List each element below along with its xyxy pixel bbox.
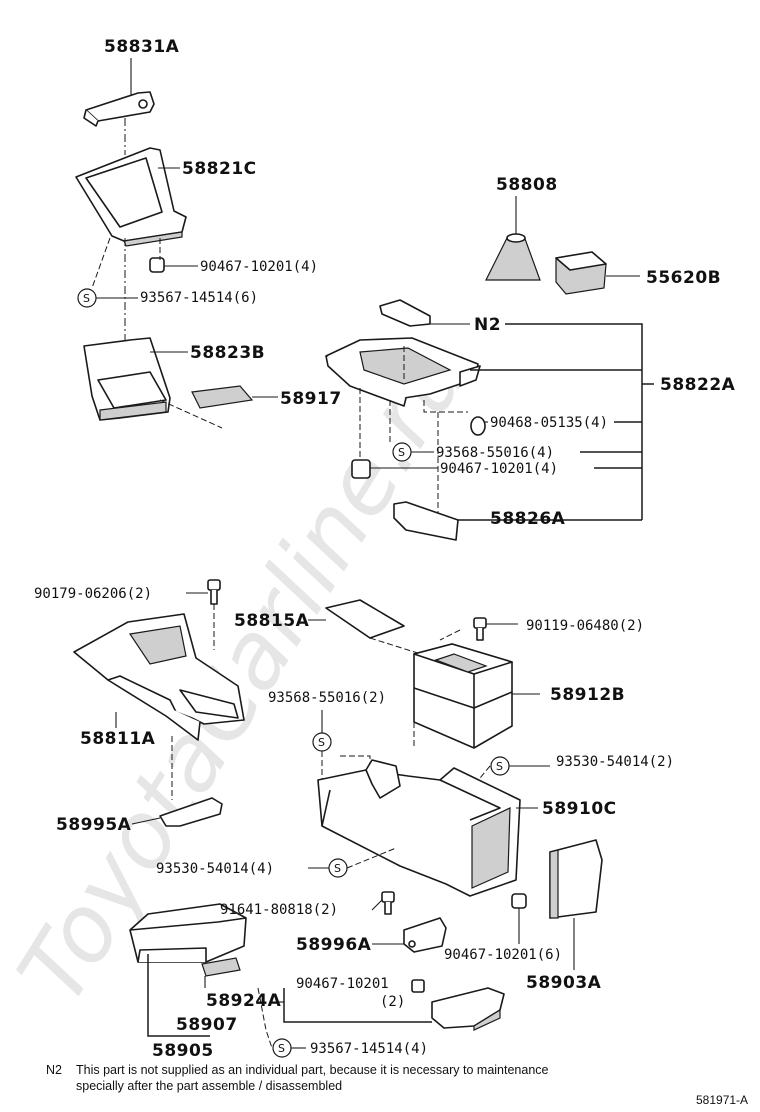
clip-drawing-4 [411,979,425,993]
part-58808-drawing [485,233,541,281]
screw-symbol-3: S [312,732,332,752]
part-58823B-drawing [83,337,171,421]
label-58917: 58917 [280,389,342,409]
label-58903A: 58903A [526,973,602,993]
part-58910C-drawing [317,759,521,897]
part-N2-trim-drawing [379,299,431,327]
footnote-code: N2 [46,1063,62,1077]
svg-text:S: S [318,736,325,749]
label-55620B: 55620B [646,268,721,288]
drawing-id: 581971-A [696,1093,748,1107]
label-90467-10201: 90467-10201 [296,976,389,992]
label-58905: 58905 [152,1041,214,1061]
part-58831A-drawing [83,91,155,127]
part-58822A-drawing [325,337,481,407]
svg-text:S: S [496,760,503,773]
label-90467-10201-qty: (2) [380,994,405,1010]
label-58808: 58808 [496,175,558,195]
label-91641-80818-2: 91641-80818(2) [220,902,338,918]
bolt-drawing-3 [381,891,395,915]
clip-drawing-3 [511,893,527,909]
part-58821C-drawing [75,147,187,247]
svg-text:S: S [278,1042,285,1055]
part-58811A-drawing [73,613,245,741]
label-N2: N2 [474,315,501,335]
label-90467-10201-6: 90467-10201(6) [444,947,562,963]
label-58811A: 58811A [80,729,156,749]
label-58815A: 58815A [234,611,310,631]
part-55620B-drawing [555,251,607,295]
label-58996A: 58996A [296,935,372,955]
part-58826A-drawing [393,501,459,541]
bolt-drawing-2 [473,617,487,641]
clip-drawing-1 [149,257,165,273]
part-58903A-drawing [549,839,603,919]
svg-text:S: S [398,446,405,459]
part-58907-drawing [201,957,241,977]
screw-symbol-1: S [77,288,97,308]
clip-drawing-2 [351,459,371,479]
label-58823B: 58823B [190,343,265,363]
label-93567-14514-6: 93567-14514(6) [140,290,258,306]
part-58917-drawing [191,385,254,409]
label-93568-55016-4: 93568-55016(4) [436,445,554,461]
part-58912B-drawing [413,643,513,749]
label-58912B: 58912B [550,685,625,705]
label-90467-10201-4-a: 90467-10201(4) [200,259,318,275]
label-58831A: 58831A [104,37,180,57]
grommet-drawing [470,416,486,436]
bolt-drawing-1 [207,579,221,605]
label-93530-54014-4: 93530-54014(4) [156,861,274,877]
label-58910C: 58910C [542,799,617,819]
label-58907: 58907 [176,1015,238,1035]
footnote-line-2: specially after the part assemble / disa… [76,1079,342,1093]
svg-text:S: S [83,292,90,305]
label-58826A: 58826A [490,509,566,529]
part-58995A-drawing [159,797,223,827]
label-90467-10201-4-b: 90467-10201(4) [440,461,558,477]
part-58905-drawing [129,903,247,963]
label-93530-54014-2: 93530-54014(2) [556,754,674,770]
label-90119-06480-2: 90119-06480(2) [526,618,644,634]
screw-symbol-6: S [272,1038,292,1058]
screw-symbol-2: S [392,442,412,462]
part-58815A-drawing [325,599,405,639]
screw-symbol-4: S [490,756,510,776]
screw-symbol-5: S [328,858,348,878]
part-58924A-drawing [431,987,505,1031]
label-58924A: 58924A [206,991,282,1011]
label-93567-14514-4: 93567-14514(4) [310,1041,428,1057]
label-93568-55016-2: 93568-55016(2) [268,690,386,706]
label-58995A: 58995A [56,815,132,835]
label-90179-06206-2: 90179-06206(2) [34,586,152,602]
label-58821C: 58821C [182,159,257,179]
label-58822A: 58822A [660,375,736,395]
footnote-line-1: This part is not supplied as an individu… [76,1063,549,1077]
label-90468-05135-4: 90468-05135(4) [490,415,608,431]
svg-text:S: S [334,862,341,875]
part-58996A-drawing [403,917,447,953]
